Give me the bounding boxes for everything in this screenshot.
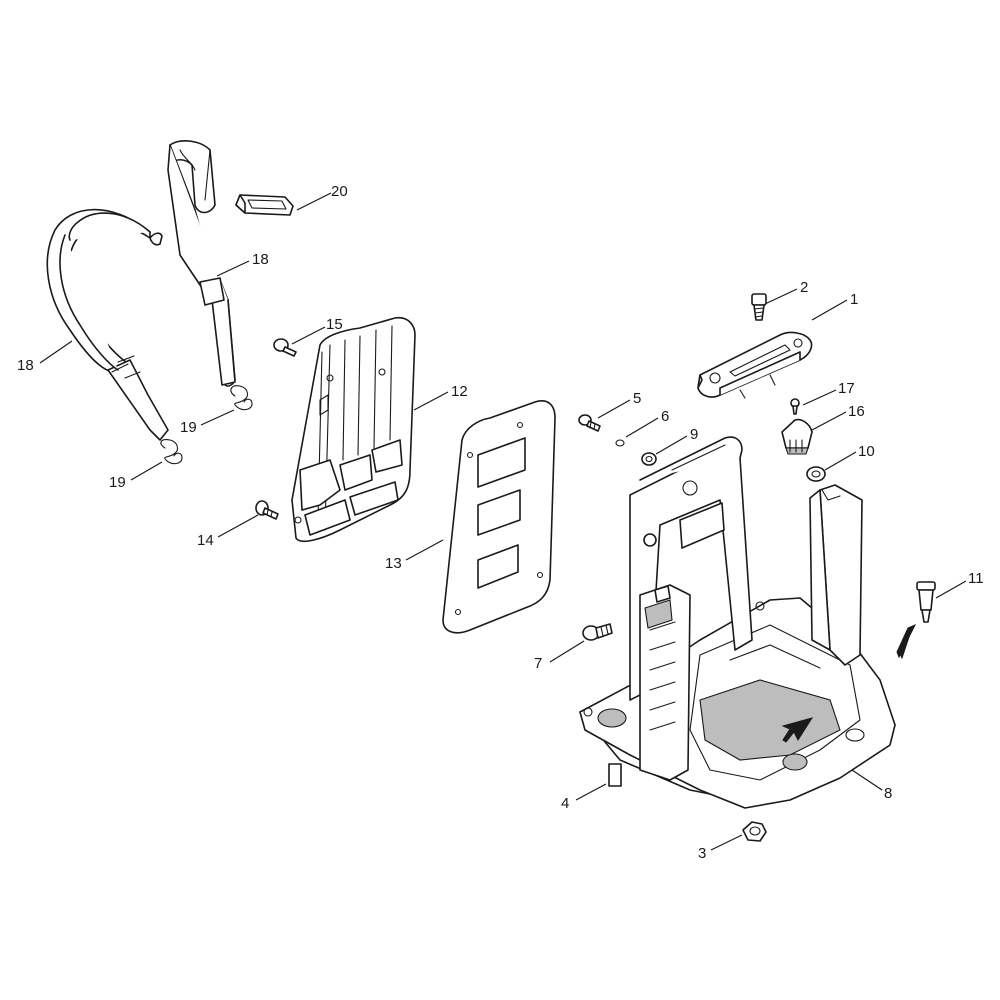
callout-3: 3 [698,845,706,862]
throttle-lever [781,418,813,455]
label-4 [608,763,622,787]
spacer-9 [641,452,657,466]
callout-1: 1 [850,291,858,308]
callout-15: 15 [326,316,343,333]
frame [579,436,896,809]
bolt-7 [582,623,613,641]
callout-14: 14 [197,532,214,549]
bolt-2 [751,293,767,321]
callout-19-lower: 19 [109,474,126,491]
callout-19-upper: 19 [180,419,197,436]
callout-9: 9 [690,426,698,443]
callout-4: 4 [561,795,569,812]
callout-16: 16 [848,403,865,420]
nut-3 [742,821,767,842]
callout-2: 2 [800,279,808,296]
screw-15 [273,338,297,357]
callout-11: 11 [968,570,984,587]
screw-17 [790,398,800,415]
screw-14 [255,500,279,520]
callout-6: 6 [661,408,669,425]
hook-ring-upper [230,385,253,411]
callout-5: 5 [633,390,641,407]
shoulder-strap-right [167,140,236,387]
strap-clip [235,194,294,216]
screw-5 [578,414,601,432]
back-plate [291,316,416,542]
callout-17: 17 [838,380,855,397]
callout-8: 8 [884,785,892,802]
shoulder-strap-left [46,208,169,441]
callout-20: 20 [331,183,348,200]
handle-bracket [697,331,813,399]
fitting-11 [896,581,936,660]
washer-6 [615,439,625,447]
callout-18-right: 18 [252,251,269,268]
callout-13: 13 [385,555,402,572]
back-pad [442,400,556,634]
callout-10: 10 [858,443,875,460]
callout-7: 7 [534,655,542,672]
callout-12: 12 [451,383,468,400]
leader-lines [39,192,967,851]
callout-18-left: 18 [17,357,34,374]
hook-ring-lower [160,439,183,465]
grommet-10 [806,466,826,482]
